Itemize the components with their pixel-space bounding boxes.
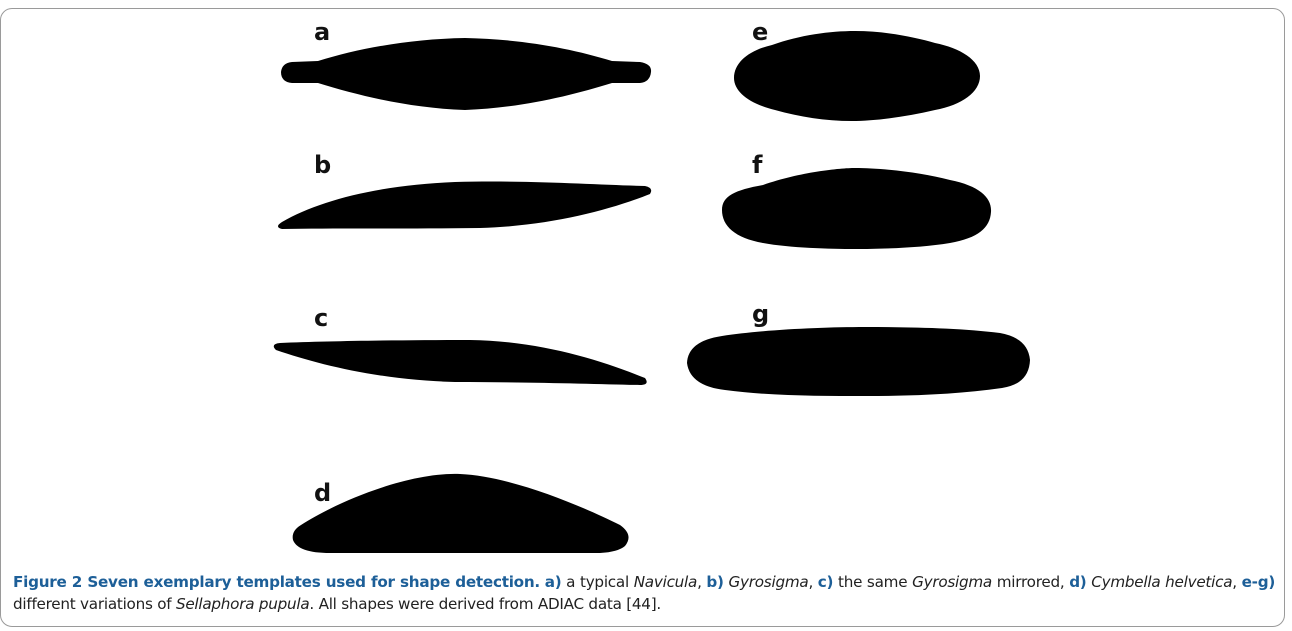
panel-g: g — [687, 300, 1030, 396]
shape-gyrosigma-mirrored — [274, 340, 647, 385]
panel-f: f — [722, 151, 991, 249]
panel-b: b — [278, 151, 651, 229]
caption-species-a: Navicula — [634, 573, 697, 591]
panel-label-c: c — [314, 304, 328, 332]
caption-text-c-post: mirrored, — [992, 573, 1064, 591]
caption-label-eg: e-g) — [1242, 573, 1275, 591]
panel-label-a: a — [314, 18, 330, 46]
figure-panels: a b c d e f g — [0, 0, 1292, 570]
panel-e: e — [734, 18, 980, 121]
panel-label-b: b — [314, 151, 331, 179]
caption-text-a: a typical — [561, 573, 633, 591]
shape-navicula — [281, 38, 651, 110]
caption-tail: . All shapes were derived from ADIAC dat… — [309, 595, 661, 613]
caption-species-eg: Sellaphora pupula — [176, 595, 309, 613]
panel-c: c — [274, 304, 647, 385]
panel-label-d: d — [314, 479, 331, 507]
caption-species-d: Cymbella helvetica — [1091, 573, 1232, 591]
caption-title: Figure 2 Seven exemplary templates used … — [13, 573, 540, 591]
caption-text-eg: different variations of — [13, 595, 176, 613]
shape-sellaphora-pupula-3 — [687, 327, 1030, 396]
caption-separator: , — [808, 573, 817, 591]
shape-gyrosigma — [278, 182, 651, 229]
shape-cymbella-helvetica — [293, 474, 629, 553]
shape-sellaphora-pupula-1 — [734, 31, 980, 121]
caption-label-a: a) — [545, 573, 562, 591]
caption-separator: , — [1232, 573, 1241, 591]
caption-label-b: b) — [706, 573, 723, 591]
panel-a: a — [281, 18, 651, 110]
panel-d: d — [293, 474, 629, 553]
caption-species-b: Gyrosigma — [729, 573, 809, 591]
shape-sellaphora-pupula-2 — [722, 168, 991, 249]
caption-label-d: d) — [1069, 573, 1086, 591]
caption-label-c: c) — [818, 573, 833, 591]
panel-label-g: g — [752, 300, 769, 328]
panel-label-e: e — [752, 18, 768, 46]
figure-caption: Figure 2 Seven exemplary templates used … — [13, 571, 1275, 615]
caption-text-c-pre: the same — [833, 573, 912, 591]
panel-label-f: f — [752, 151, 763, 179]
caption-species-c: Gyrosigma — [912, 573, 992, 591]
